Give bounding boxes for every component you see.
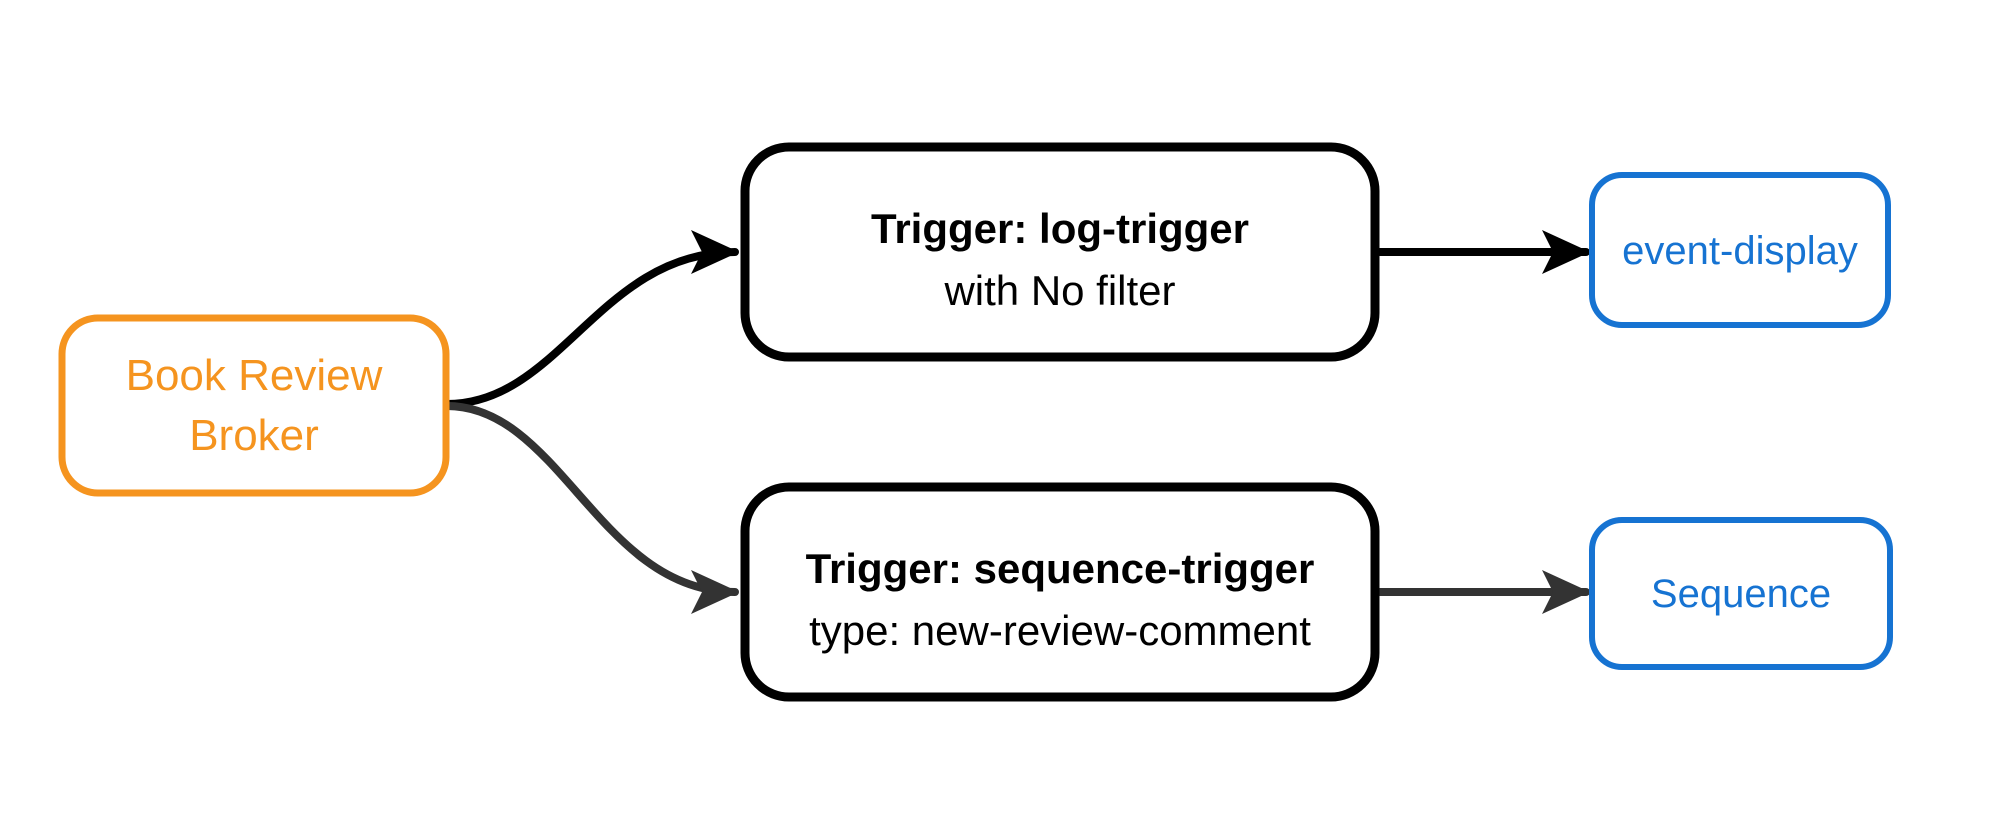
trigger-log-box [740,142,1380,362]
sequence-box [1589,517,1893,670]
trigger-log-subtitle: with No filter [943,267,1175,314]
node-trigger-sequence: Trigger: sequence-trigger type: new-revi… [740,482,1380,702]
trigger-sequence-subtitle: type: new-review-comment [809,607,1311,654]
sequence-label: Sequence [1651,572,1831,616]
node-event-display: event-display [1589,172,1891,328]
edge-broker-to-log-trigger [443,230,739,408]
broker-label-line1: Book Review [126,351,383,400]
trigger-sequence-title: Trigger: sequence-trigger [806,545,1315,592]
broker-box [58,314,450,497]
event-display-label: event-display [1622,229,1858,273]
edge-broker-to-sequence-trigger [443,402,739,614]
trigger-sequence-box [740,482,1380,702]
node-sequence: Sequence [1589,517,1893,670]
node-trigger-log: Trigger: log-trigger with No filter [740,142,1380,362]
event-display-box [1589,172,1891,328]
broker-label-line2: Broker [189,411,319,460]
trigger-log-title: Trigger: log-trigger [871,205,1249,252]
node-broker: Book Review Broker [58,314,450,497]
